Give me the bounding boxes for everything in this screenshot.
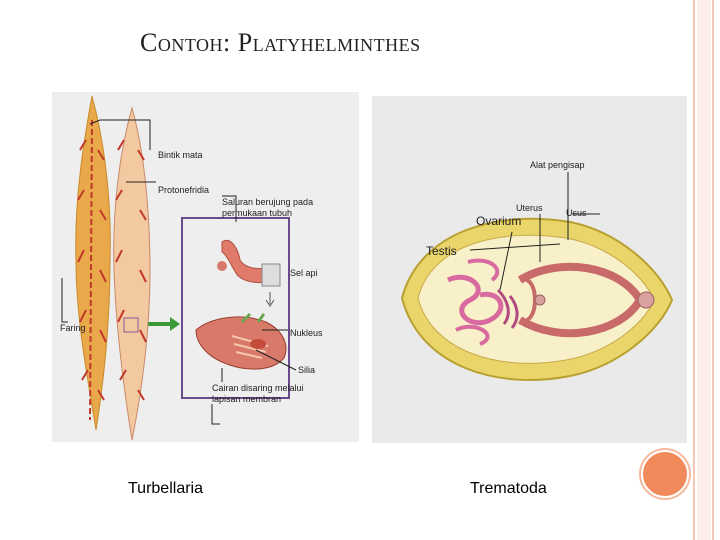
label-sel-api: Sel api [290,268,318,278]
slide-title: Contoh: Platyhelminthes [140,28,421,57]
label-saluran: Saluran berujung pada permukaan tubuh [222,197,314,218]
decorative-line [712,0,714,540]
label-testis: Testis [426,244,457,258]
label-nukleus: Nukleus [290,328,323,338]
caption-trematoda: Trematoda [470,480,547,497]
label-faring: Faring [60,323,86,333]
label-bintik-mata: Bintik mata [158,150,203,160]
label-protonefridia: Protonefridia [158,185,210,195]
label-alat-pengisap: Alat pengisap [530,160,585,170]
caption-turbellaria: Turbellaria [128,480,203,497]
decorative-band [697,0,711,540]
label-cairan: Cairan disaring melalui lapisan membran [212,383,304,404]
label-silia: Silia [298,365,316,375]
label-usus: Usus [566,208,587,218]
decorative-circle [641,450,689,498]
label-ovarium: Ovarium [476,214,522,228]
label-uterus: Uterus [516,203,543,213]
decorative-line [693,0,695,540]
